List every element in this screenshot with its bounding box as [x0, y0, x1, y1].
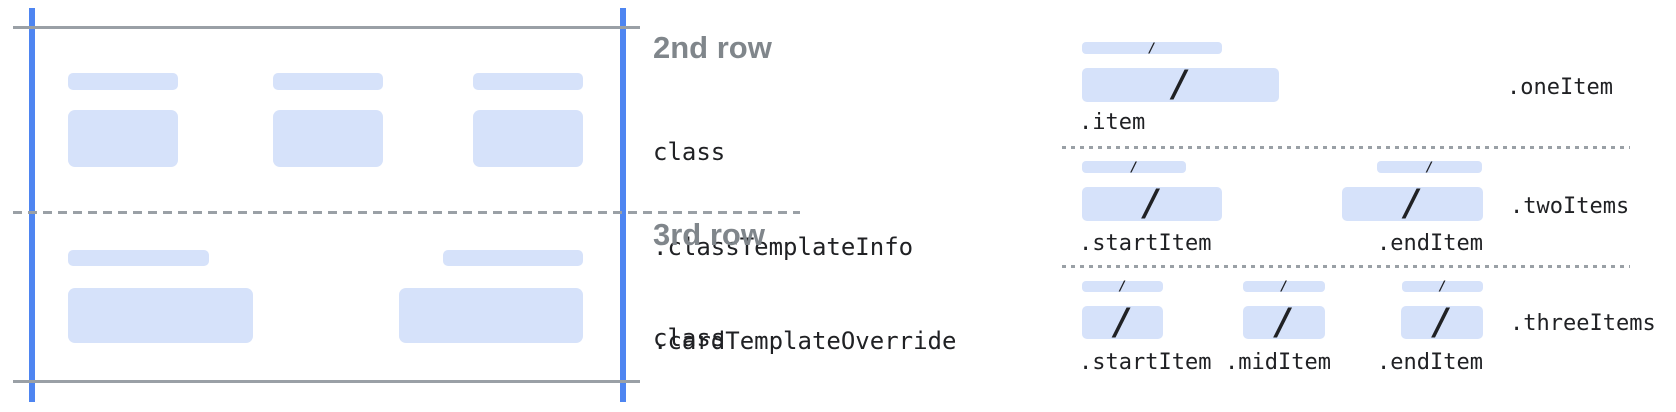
item-header-placeholder: /: [1243, 279, 1325, 294]
item-label: .endItem: [1377, 231, 1483, 256]
second-row-heading: 2nd row: [653, 30, 772, 65]
card-bottom-rule: [13, 380, 640, 383]
field-label-placeholder: [273, 73, 383, 90]
code-line: class: [653, 138, 726, 166]
slash-glyph: /: [1141, 183, 1163, 224]
item-body-placeholder: /: [1082, 183, 1222, 224]
slash-glyph: /: [1280, 279, 1288, 294]
code-line: .cardTemplateOverride: [653, 327, 957, 355]
item-body-placeholder: /: [1243, 301, 1325, 343]
item-header-placeholder: /: [1082, 159, 1186, 175]
template-group-label: .oneItem: [1507, 75, 1613, 100]
field-label-placeholder: [68, 250, 209, 266]
item-body-placeholder: /: [1342, 183, 1483, 224]
code-line: class: [653, 324, 726, 352]
slash-glyph: /: [1148, 40, 1156, 56]
slash-glyph: /: [1425, 159, 1434, 175]
item-label: .startItem: [1079, 350, 1212, 375]
field-value-placeholder: [473, 110, 583, 167]
item-header-placeholder: /: [1377, 159, 1482, 175]
item-label: .midItem: [1225, 350, 1331, 375]
field-label-placeholder: [473, 73, 583, 90]
card-left-guide-line: [29, 8, 35, 402]
slash-glyph: /: [1431, 301, 1453, 343]
slash-glyph: /: [1169, 64, 1192, 105]
slash-glyph: /: [1401, 183, 1424, 224]
template-group-label: .twoItems: [1510, 194, 1630, 219]
template-group-label: .threeItems: [1510, 311, 1656, 336]
item-label: .startItem: [1079, 231, 1212, 256]
field-value-placeholder: [68, 288, 253, 343]
slash-glyph: /: [1111, 301, 1134, 343]
field-label-placeholder: [443, 250, 583, 266]
third-row-class-path: class .classTemplateInfo .cardTemplateOv…: [653, 260, 1000, 412]
card-right-guide-line: [620, 8, 626, 402]
card-top-rule: [13, 26, 640, 29]
item-body-placeholder: /: [1082, 301, 1163, 343]
third-row-heading: 3rd row: [653, 217, 765, 252]
template-separator-dotted: [1062, 146, 1630, 149]
item-header-placeholder: /: [1082, 279, 1163, 294]
slash-glyph: /: [1438, 279, 1447, 294]
slash-glyph: /: [1130, 159, 1138, 175]
template-separator-dotted: [1062, 265, 1630, 268]
item-header-placeholder: /: [1082, 40, 1222, 56]
field-value-placeholder: [68, 110, 178, 167]
slash-glyph: /: [1118, 279, 1127, 294]
field-value-placeholder: [399, 288, 583, 343]
second-row-class-path: class .classTemplateInfo .cardTemplateOv…: [653, 74, 1000, 412]
code-line: .classTemplateInfo: [653, 232, 914, 261]
item-body-placeholder: /: [1401, 301, 1483, 343]
field-label-placeholder: [68, 73, 178, 90]
item-header-placeholder: /: [1402, 279, 1483, 294]
item-label: .item: [1079, 110, 1146, 135]
card-row-divider-dashed: [13, 211, 800, 214]
field-value-placeholder: [273, 110, 383, 167]
item-body-placeholder: /: [1082, 64, 1279, 105]
item-label: .endItem: [1377, 350, 1483, 375]
slash-glyph: /: [1273, 301, 1295, 343]
